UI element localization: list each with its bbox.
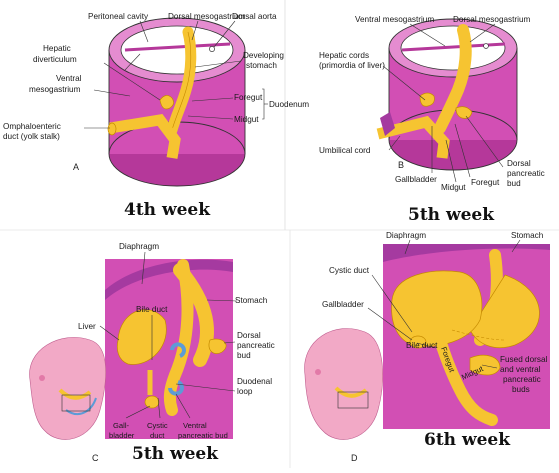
label-dorsal-aorta: Dorsal aorta: [232, 12, 277, 21]
label-duodenum: Duodenum: [269, 100, 309, 109]
panel-letter-a: A: [73, 162, 79, 172]
label-ventral-mesogastrium-1: Ventral: [56, 74, 82, 83]
label-foregut-b: Foregut: [471, 178, 500, 187]
label-ventral-mesogastrium-b: Ventral mesogastrium: [355, 15, 434, 24]
label-dorsal-pancreatic-c-3: bud: [237, 351, 251, 360]
label-omphaloenteric-1: Omphaloenteric: [3, 122, 61, 131]
label-stomach-c: Stomach: [235, 296, 268, 305]
label-diaphragm-c: Diaphragm: [119, 242, 159, 251]
label-gallbladder-c-1: Gall-: [113, 421, 130, 430]
label-dorsal-pancreatic-b-2: pancreatic: [507, 169, 545, 178]
panel-b: Ventral mesogastrium Dorsal mesogastrium…: [319, 15, 545, 225]
label-dorsal-pancreatic-c-2: pancreatic: [237, 341, 275, 350]
week-label-b: 5th week: [408, 205, 495, 225]
label-fused-buds-4: buds: [512, 385, 530, 394]
label-dorsal-pancreatic-b-3: bud: [507, 179, 521, 188]
label-developing-stomach-2: stomach: [246, 61, 277, 70]
label-umbilical-cord: Umbilical cord: [319, 146, 371, 155]
label-fused-buds-1: Fused dorsal: [500, 355, 548, 364]
label-bile-duct-d: Bile duct: [406, 341, 438, 350]
label-gallbladder-b: Gallbladder: [395, 175, 437, 184]
label-dorsal-pancreatic-c-1: Dorsal: [237, 331, 261, 340]
label-cystic-duct-c-2: duct: [150, 431, 165, 440]
label-diaphragm-d: Diaphragm: [386, 231, 426, 240]
label-peritoneal-cavity: Peritoneal cavity: [88, 12, 149, 21]
label-bile-duct-c: Bile duct: [136, 305, 168, 314]
label-ventral-mesogastrium-2: mesogastrium: [29, 85, 81, 94]
label-gallbladder-d: Gallbladder: [322, 300, 364, 309]
label-ventral-pancreatic-2: pancreatic bud: [178, 431, 228, 440]
label-ventral-pancreatic-1: Ventral: [183, 421, 207, 430]
panel-d: Diaphragm Stomach Cystic duct Gallbladde…: [305, 231, 550, 463]
label-fused-buds-3: pancreatic: [503, 375, 541, 384]
week-label-a: 4th week: [124, 200, 211, 220]
label-gallbladder-c-2: bladder: [109, 431, 135, 440]
label-hepatic-diverticulum-2: diverticulum: [33, 55, 77, 64]
panel-a: Peritoneal cavity Dorsal mesogastrium Do…: [3, 12, 309, 220]
label-midgut-b: Midgut: [441, 183, 466, 192]
label-liver: Liver: [78, 322, 96, 331]
label-stomach-d: Stomach: [511, 231, 544, 240]
label-dorsal-mesogastrium-b: Dorsal mesogastrium: [453, 15, 531, 24]
label-cystic-duct-d: Cystic duct: [329, 266, 370, 275]
label-dorsal-pancreatic-b-1: Dorsal: [507, 159, 531, 168]
panel-letter-d: D: [351, 453, 358, 463]
label-foregut-a: Foregut: [234, 93, 263, 102]
label-fused-buds-2: and ventral: [500, 365, 541, 374]
label-hepatic-cords-1: Hepatic cords: [319, 51, 369, 60]
panel-a-body-ring: [108, 18, 245, 186]
panel-letter-c: C: [92, 453, 99, 463]
week-label-c: 5th week: [132, 444, 219, 464]
panel-letter-b: B: [398, 160, 404, 170]
label-hepatic-cords-2: (primordia of liver): [319, 61, 385, 70]
label-omphaloenteric-2: duct (yolk stalk): [3, 132, 60, 141]
week-label-d: 6th week: [424, 430, 511, 450]
label-duodenal-loop-1: Duodenal: [237, 377, 272, 386]
label-hepatic-diverticulum-1: Hepatic: [43, 44, 71, 53]
label-duodenal-loop-2: loop: [237, 387, 253, 396]
panel-c-drawing: [30, 259, 233, 440]
label-cystic-duct-c-1: Cystic: [147, 421, 168, 430]
label-developing-stomach-1: Developing: [243, 51, 284, 60]
label-midgut-a: Midgut: [234, 115, 259, 124]
panel-c: Diaphragm Stomach Bile duct Liver Dorsal…: [30, 242, 275, 464]
